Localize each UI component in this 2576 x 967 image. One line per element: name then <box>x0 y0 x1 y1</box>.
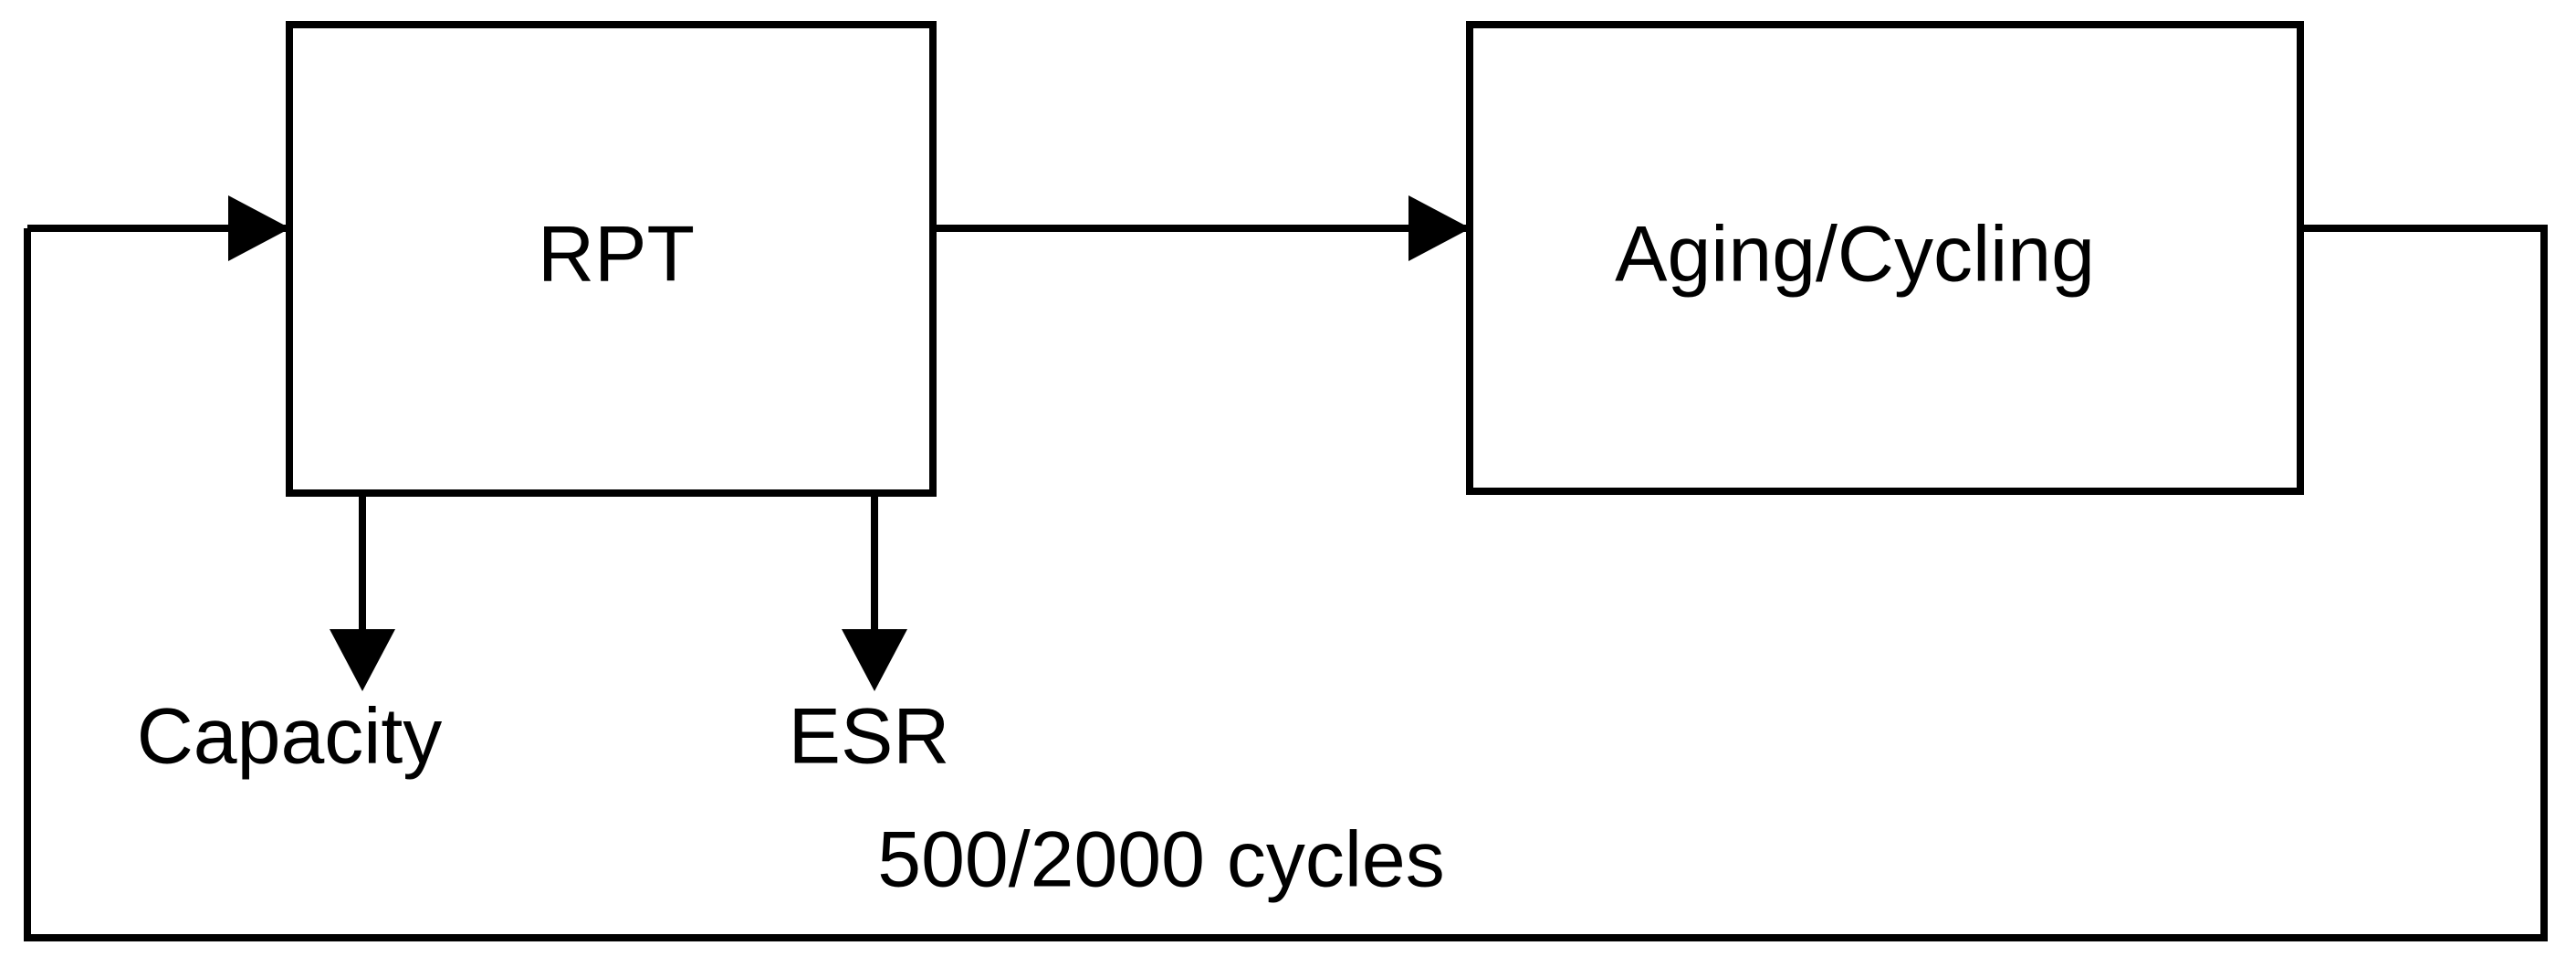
arrow-head-down-to-esr <box>842 629 907 691</box>
output-label-esr: ESR <box>789 693 950 781</box>
node-box-rpt[interactable] <box>286 21 937 497</box>
node-label-aging-cycling: Aging/Cycling <box>1615 211 2095 299</box>
arrow-head-right-into-rpt <box>228 195 290 261</box>
arrow-head-right-into-aging <box>1408 195 1471 261</box>
arrow-head-down-to-capacity <box>330 629 395 691</box>
node-box-aging-cycling[interactable] <box>1466 21 2304 495</box>
output-label-capacity: Capacity <box>137 693 443 781</box>
edge-label-cycles: 500/2000 cycles <box>877 816 1445 904</box>
node-label-rpt: RPT <box>538 211 695 299</box>
edge-aging-feedback-loop <box>24 225 2548 941</box>
